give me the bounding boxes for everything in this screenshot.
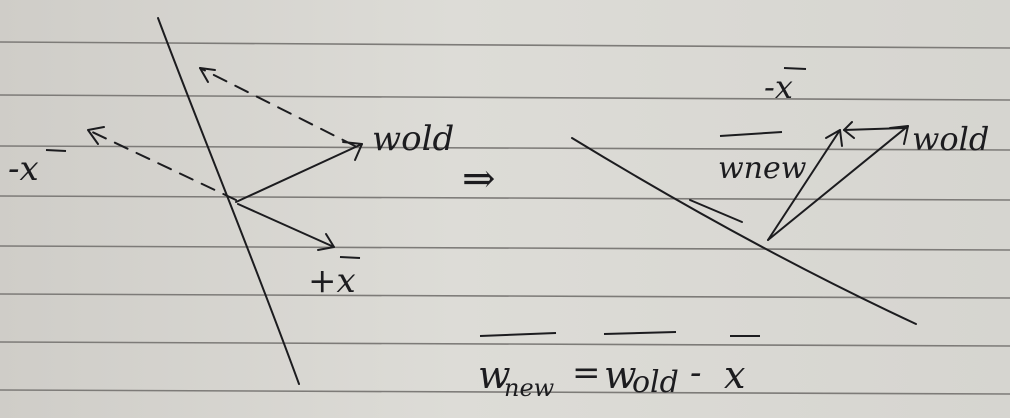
right-neg-x-label-text: -x xyxy=(764,68,793,106)
right-neg-x-arrowhead xyxy=(843,121,855,139)
equation-rhs-sub: old xyxy=(632,365,679,400)
left-neg-x-arrowhead xyxy=(87,126,105,145)
right-w-new-label-text: wnew xyxy=(718,151,807,186)
right-diagram xyxy=(571,121,917,325)
right-w-new-arrow xyxy=(767,129,841,241)
left-w-old-label: wold xyxy=(372,119,454,159)
right-boundary-line xyxy=(571,137,917,325)
left-neg-x-dashed-arrow xyxy=(87,129,237,201)
left-w-new-arrowhead xyxy=(199,67,216,83)
right-w-new-label: wnew xyxy=(718,131,807,186)
left-boundary-line xyxy=(157,17,300,385)
left-neg-x-label-text: -x xyxy=(8,149,39,189)
left-diagram xyxy=(87,17,363,385)
right-w-new-arrowhead xyxy=(825,129,843,147)
equation-equals: = xyxy=(572,353,601,393)
equation-lhs-sub: new xyxy=(504,374,555,402)
right-boundary-tick xyxy=(689,199,743,223)
right-neg-x-label: -x xyxy=(764,67,807,106)
equation-minus: - xyxy=(690,353,702,393)
left-pos-x-arrow xyxy=(237,203,335,248)
implies-symbol: ⇒ xyxy=(462,156,496,202)
equation-rhs-w: w xyxy=(604,353,637,397)
update-equation: w new = w old - x xyxy=(478,331,760,402)
left-w-new-dashed-arrow xyxy=(199,67,356,147)
left-pos-x-label-text: +x xyxy=(308,261,356,301)
left-pos-x-label: +x xyxy=(308,256,361,301)
left-neg-x-label: -x xyxy=(8,149,67,189)
right-w-old-label-text: wold xyxy=(912,120,989,158)
right-neg-x-arrow xyxy=(843,127,907,131)
equation-lhs-w: w xyxy=(478,353,511,397)
left-w-old-arrow xyxy=(235,143,363,203)
left-pos-x-arrowhead xyxy=(317,233,335,251)
left-w-old-label-text: wold xyxy=(372,119,454,159)
right-w-old-arrow xyxy=(767,125,909,241)
right-w-old-label: wold xyxy=(912,120,989,158)
equation-rhs-x: x xyxy=(724,353,745,397)
